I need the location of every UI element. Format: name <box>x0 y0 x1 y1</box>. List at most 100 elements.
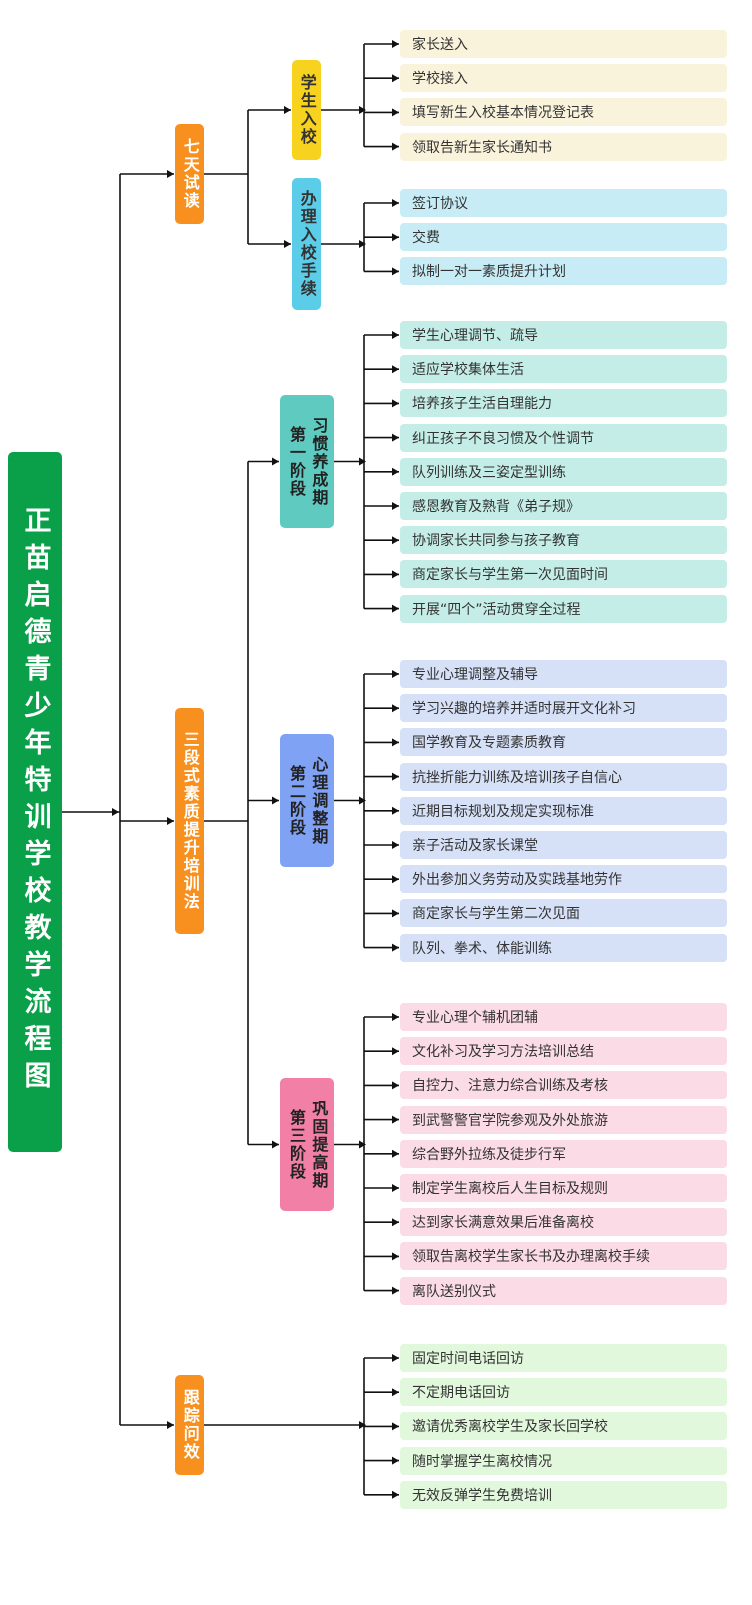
step-item: 纠正孩子不良习惯及个性调节 <box>400 423 727 452</box>
item-arrow <box>392 943 399 952</box>
step-item: 近期目标规划及规定实现标准 <box>400 796 727 825</box>
phase-box-text: 习惯养成期 <box>309 416 329 507</box>
sub-arrow <box>272 1140 279 1149</box>
step-item: 领取告离校学生家长书及办理离校手续 <box>400 1242 727 1271</box>
step-item: 不定期电话回访 <box>400 1378 727 1407</box>
step-item: 商定家长与学生第一次见面时间 <box>400 560 727 589</box>
category-box: 跟踪问效 <box>175 1375 204 1475</box>
phase-box-text: 学生入校 <box>297 74 317 146</box>
root-title-text: 正苗启德青少年特训学校教学流程图 <box>19 506 51 1098</box>
step-item: 国学教育及专题素质教育 <box>400 728 727 757</box>
phase-box-text: 第三阶段 <box>287 1108 306 1181</box>
sub-arrow <box>272 796 279 805</box>
step-item: 填写新生入校基本情况登记表 <box>400 98 727 127</box>
phase-box-text: 第二阶段 <box>287 764 306 837</box>
source-arrow <box>359 1421 366 1429</box>
step-item: 学习兴趣的培养并适时展开文化补习 <box>400 694 727 723</box>
item-arrow <box>392 806 399 815</box>
step-item: 自控力、注意力综合训练及考核 <box>400 1071 727 1100</box>
source-arrow <box>359 106 366 114</box>
item-arrow <box>392 1184 399 1192</box>
item-arrow <box>392 772 399 781</box>
source-arrow <box>359 240 366 248</box>
step-item: 签订协议 <box>400 189 727 217</box>
item-arrow <box>392 1218 399 1227</box>
phase-box-text: 心理调整期 <box>309 755 329 846</box>
phase-box-text: 巩固提高期 <box>309 1099 329 1190</box>
item-arrow <box>392 40 399 48</box>
item-arrow <box>392 536 399 545</box>
step-item: 拟制一对一素质提升计划 <box>400 257 727 286</box>
step-item: 协调家长共同参与孩子教育 <box>400 526 727 555</box>
item-arrow <box>392 502 399 510</box>
item-arrow <box>392 1115 399 1124</box>
root-title: 正苗启德青少年特训学校教学流程图 <box>8 452 62 1152</box>
step-item: 外出参加义务劳动及实践基地劳作 <box>400 865 727 894</box>
step-item: 领取告新生家长通知书 <box>400 132 727 161</box>
item-arrow <box>392 267 399 276</box>
step-item: 无效反弹学生免费培训 <box>400 1480 727 1509</box>
step-item: 亲子活动及家长课堂 <box>400 831 727 859</box>
step-item: 培养孩子生活自理能力 <box>400 389 727 418</box>
step-item: 队列训练及三姿定型训练 <box>400 457 727 486</box>
item-arrow <box>392 875 399 884</box>
category-label: 七天试读 <box>180 138 200 210</box>
step-item: 达到家长满意效果后准备离校 <box>400 1208 727 1237</box>
step-item: 队列、拳术、体能训练 <box>400 933 727 962</box>
step-item: 专业心理个辅机团辅 <box>400 1003 727 1031</box>
step-item: 抗挫折能力训练及培训孩子自信心 <box>400 762 727 791</box>
item-arrow <box>392 365 399 374</box>
item-arrow <box>392 233 399 242</box>
item-arrow <box>392 1252 399 1261</box>
category-label: 三段式素质提升培训法 <box>180 731 200 911</box>
step-item: 适应学校集体生活 <box>400 355 727 384</box>
step-item: 文化补习及学习方法培训总结 <box>400 1037 727 1066</box>
category-box: 七天试读 <box>175 124 204 224</box>
step-item: 到武警警官学院参观及外处旅游 <box>400 1105 727 1134</box>
item-arrow <box>392 142 399 151</box>
item-arrow <box>392 604 399 613</box>
root-arrow <box>112 808 119 816</box>
step-item: 家长送入 <box>400 30 727 58</box>
item-arrow <box>392 738 399 747</box>
step-item: 邀请优秀离校学生及家长回学校 <box>400 1412 727 1441</box>
category-arrow <box>167 817 174 825</box>
item-arrow <box>392 108 399 117</box>
item-arrow <box>392 1354 399 1362</box>
step-item: 交费 <box>400 223 727 252</box>
item-arrow <box>392 909 399 918</box>
step-item: 综合野外拉练及徒步行军 <box>400 1139 727 1168</box>
item-arrow <box>392 1490 399 1499</box>
step-item: 离队送别仪式 <box>400 1276 727 1305</box>
source-arrow <box>359 1140 366 1149</box>
step-item: 固定时间电话回访 <box>400 1344 727 1372</box>
item-arrow <box>392 1047 399 1056</box>
item-arrow <box>392 704 399 713</box>
category-arrow <box>167 170 174 178</box>
sub-arrow <box>284 240 291 248</box>
phase-box: 学生入校 <box>292 60 321 160</box>
item-arrow <box>392 433 399 442</box>
step-item: 感恩教育及熟背《弟子规》 <box>400 492 727 520</box>
item-arrow <box>392 1149 399 1158</box>
item-arrow <box>392 74 399 83</box>
item-arrow <box>392 1456 399 1465</box>
phase-box: 巩固提高期第三阶段 <box>280 1078 334 1211</box>
step-item: 随时掌握学生离校情况 <box>400 1446 727 1475</box>
item-arrow <box>392 1388 399 1397</box>
phase-box-text: 办理入校手续 <box>297 190 317 298</box>
item-arrow <box>392 399 399 408</box>
step-item: 学生心理调节、疏导 <box>400 321 727 349</box>
phase-box-text: 第一阶段 <box>287 425 306 498</box>
step-item: 商定家长与学生第二次见面 <box>400 899 727 928</box>
phase-box: 心理调整期第二阶段 <box>280 734 334 867</box>
step-item: 开展“四个”活动贯穿全过程 <box>400 594 727 623</box>
phase-box: 习惯养成期第一阶段 <box>280 395 334 528</box>
phase-box: 办理入校手续 <box>292 178 321 310</box>
sub-arrow <box>284 106 291 114</box>
category-box: 三段式素质提升培训法 <box>175 708 204 934</box>
item-arrow <box>392 570 399 579</box>
category-label: 跟踪问效 <box>180 1389 200 1461</box>
item-arrow <box>392 1013 399 1021</box>
